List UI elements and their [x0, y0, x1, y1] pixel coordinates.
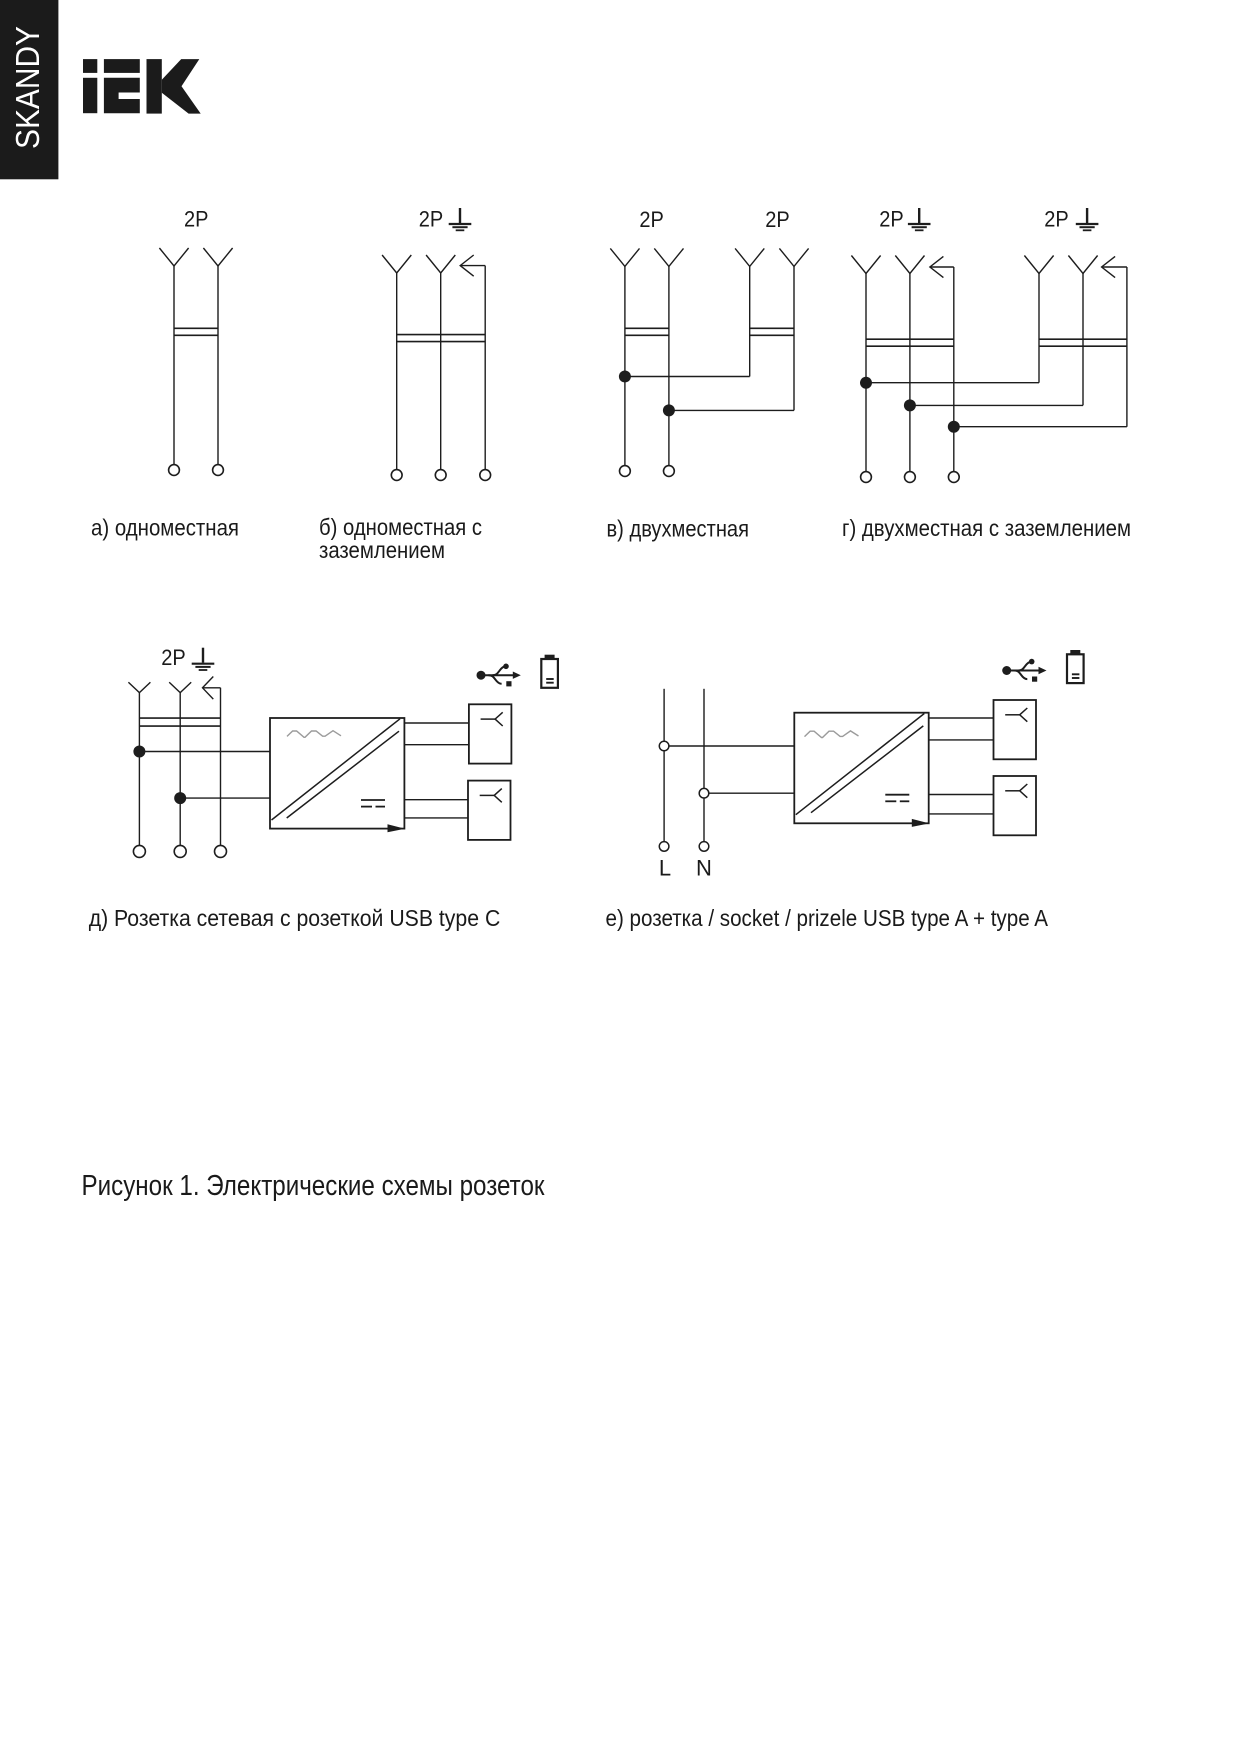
svg-text:L: L: [659, 856, 671, 881]
svg-text:N: N: [696, 856, 712, 881]
svg-text:а) одноместная: а) одноместная: [91, 515, 239, 541]
svg-text:б) одноместная с: б) одноместная с: [319, 514, 482, 540]
svg-text:заземлением: заземлением: [319, 537, 445, 563]
svg-text:2P: 2P: [184, 207, 209, 232]
svg-text:2P: 2P: [765, 207, 790, 232]
svg-text:2P: 2P: [161, 645, 186, 670]
svg-text:в) двухместная: в) двухместная: [607, 515, 750, 541]
svg-text:2P: 2P: [1044, 207, 1069, 232]
svg-text:г) двухместная с заземлением: г) двухместная с заземлением: [842, 515, 1131, 541]
svg-text:Рисунок 1. Электрические схемы: Рисунок 1. Электрические схемы розеток: [82, 1170, 545, 1202]
svg-text:SKANDY: SKANDY: [9, 26, 46, 149]
svg-text:2P: 2P: [879, 207, 904, 232]
svg-text:д) Розетка сетевая с розеткой: д) Розетка сетевая с розеткой USB type C: [89, 905, 501, 931]
svg-text:2P: 2P: [639, 207, 664, 232]
svg-text:е) розетка / socket / prizele: е) розетка / socket / prizele USB type A…: [606, 905, 1049, 931]
svg-text:2P: 2P: [419, 207, 444, 232]
